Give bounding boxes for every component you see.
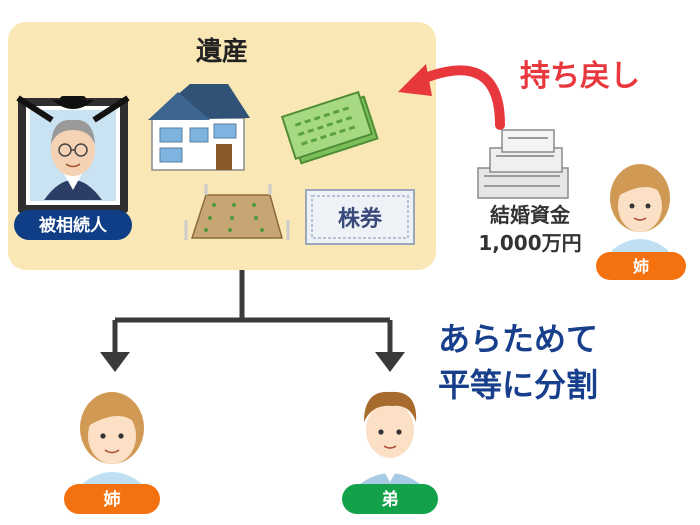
banknote-bundle-icon (280, 90, 379, 165)
gift-recipient-label: 姉 (633, 257, 649, 276)
clawback-arrow (398, 64, 505, 130)
estate-title: 遺産 (196, 36, 248, 67)
brother-heir-avatar-icon (360, 391, 420, 492)
redivide-line2: 平等に分割 (438, 366, 598, 404)
heir-sister-pill (64, 484, 160, 514)
deceased-label: 被相続人 (39, 215, 108, 236)
deceased-portrait-icon (16, 95, 130, 213)
gift-line1: 結婚資金 (490, 203, 571, 227)
farmland-icon (184, 184, 290, 240)
deceased-pill (14, 210, 132, 240)
arrow-to-sister (100, 352, 130, 372)
stock-certificate-label: 株券 (338, 206, 383, 232)
division-tree (112, 270, 393, 354)
heir-sister-label: 姉 (104, 489, 121, 510)
arrow-to-brother (375, 352, 405, 372)
stock-certificate-icon (305, 189, 415, 245)
gift-recipient-pill (596, 252, 686, 280)
redivide-line1: あらためて (438, 320, 598, 358)
cash-pile-icon (477, 129, 569, 199)
heir-brother-pill (342, 484, 438, 514)
gift-line2: 1,000万円 (478, 231, 581, 255)
sister-heir-avatar-icon (80, 392, 144, 492)
sister-avatar-icon (610, 164, 670, 258)
heir-brother-label: 弟 (382, 489, 399, 510)
clawback-label: 持ち戻し (520, 59, 640, 94)
house-icon (148, 84, 250, 171)
